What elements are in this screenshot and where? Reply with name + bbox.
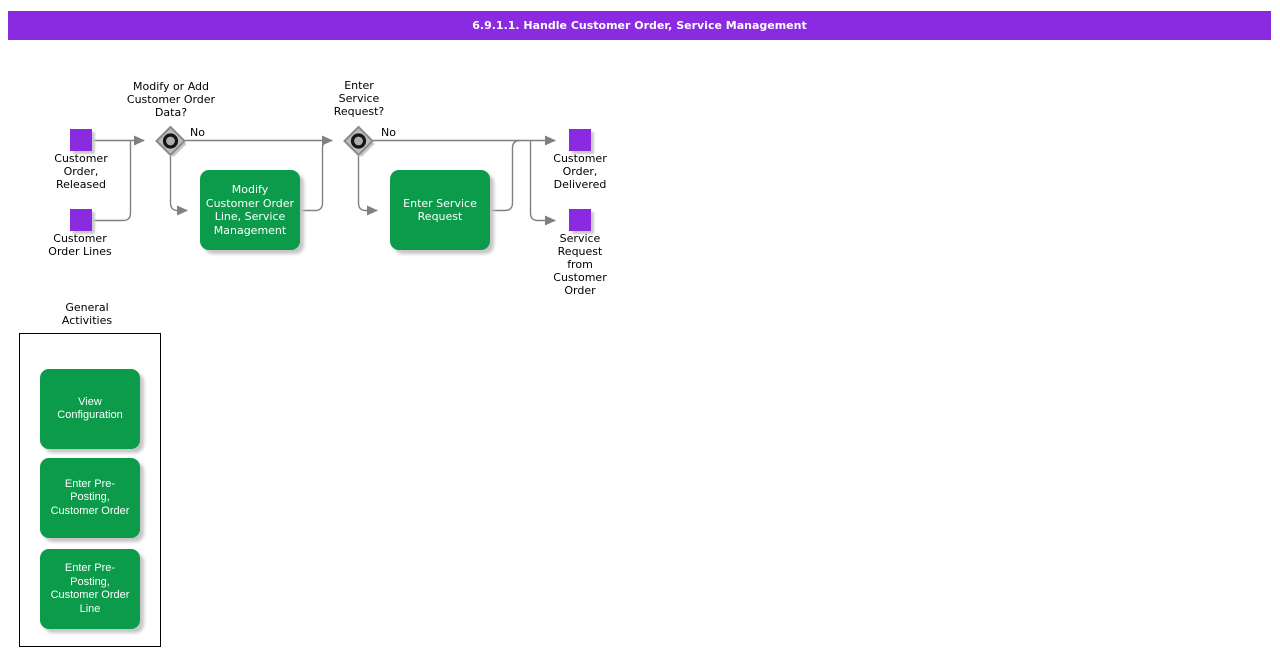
connector-orderlines-merge: [92, 140, 132, 222]
connector-activity1-merge: [300, 139, 331, 212]
connector-activity2-merge: [490, 139, 521, 212]
decision-gateway-1: [155, 125, 187, 157]
gateway-2-circle-icon: [350, 133, 367, 149]
input-label-customer-order-released: Customer Order, Released: [54, 152, 108, 191]
input-label-customer-order-lines: Customer Order Lines: [48, 232, 112, 258]
diagram-title-bar: 6.9.1.1. Handle Customer Order, Service …: [8, 11, 1271, 40]
activity-modify-customer-order-line[interactable]: Modify Customer Order Line, Service Mana…: [200, 170, 300, 250]
diagram-title: 6.9.1.1. Handle Customer Order, Service …: [472, 19, 807, 32]
output-label-service-request-from-customer-order: Service Request from Customer Order: [553, 232, 607, 297]
decision-question-2: Enter Service Request?: [333, 79, 385, 118]
button-enter-pre-posting-customer-order[interactable]: Enter Pre- Posting, Customer Order: [40, 458, 140, 538]
general-activities-label: General Activities: [61, 301, 113, 327]
decision-question-1: Modify or Add Customer Order Data?: [126, 80, 216, 119]
decision-gateway-2: [343, 125, 375, 157]
activity-enter-service-request[interactable]: Enter Service Request: [390, 170, 490, 250]
button-enter-pre-posting-customer-order-line[interactable]: Enter Pre- Posting, Customer Order Line: [40, 549, 140, 629]
decision-2-no-label: No: [381, 126, 396, 139]
connector-gateway1-yes-to-activity1: [169, 156, 188, 216]
decision-1-no-label: No: [190, 126, 205, 139]
output-node-service-request-from-customer-order[interactable]: [569, 209, 591, 231]
output-label-customer-order-delivered: Customer Order, Delivered: [553, 152, 607, 191]
input-node-customer-order-lines[interactable]: [70, 209, 92, 231]
connector-gateway2-yes-to-activity2: [357, 156, 378, 216]
output-node-customer-order-delivered[interactable]: [569, 129, 591, 151]
button-view-configuration[interactable]: View Configuration: [40, 369, 140, 449]
gateway-1-circle-icon: [162, 133, 179, 149]
input-node-customer-order-released[interactable]: [70, 129, 92, 151]
connector-branch-to-service-request: [529, 140, 556, 226]
